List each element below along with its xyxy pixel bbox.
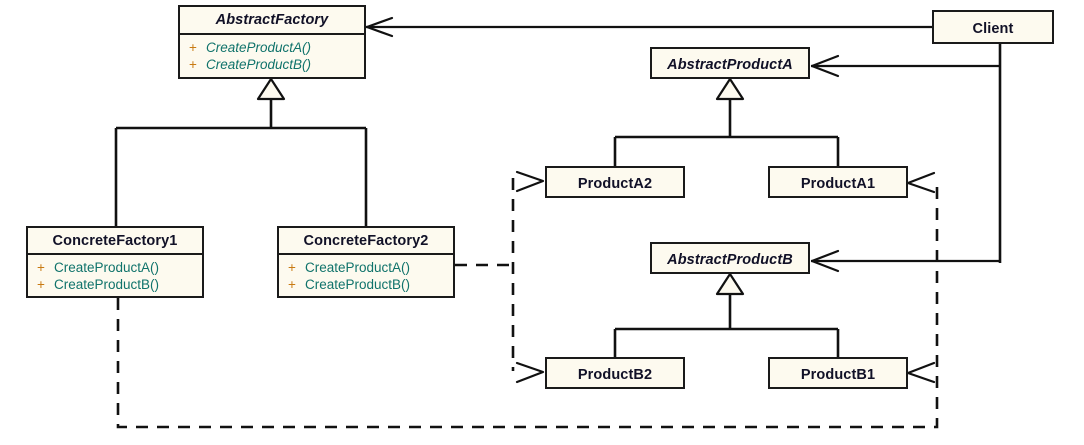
edge-client-uses-abstractproductb[interactable] <box>810 249 1000 273</box>
class-members-concrete-factory-2: + CreateProductA() + CreateProductB() <box>279 255 453 298</box>
member-visibility: + <box>37 260 45 275</box>
class-name-abstract-product-b: AbstractProductB <box>667 252 793 268</box>
class-member-row: + CreateProductA() <box>28 259 202 276</box>
class-name-abstract-product-a: AbstractProductA <box>667 57 793 73</box>
class-members-abstract-factory: + CreateProductA() + CreateProductB() <box>180 35 364 78</box>
class-name-product-a2: ProductA2 <box>577 176 653 192</box>
member-name: CreateProductB() <box>206 57 312 72</box>
member-name: CreateProductB() <box>54 277 160 292</box>
class-name-product-a1: ProductA1 <box>800 176 876 192</box>
edge-client-uses-abstractproducta[interactable] <box>810 54 1000 78</box>
edge-client-uses-abstractfactory[interactable] <box>365 16 932 38</box>
edge-productb-generalization-tree[interactable] <box>613 272 840 357</box>
class-name-abstract-factory: AbstractFactory <box>180 7 364 35</box>
class-member-row: + CreateProductB() <box>279 276 453 293</box>
class-box-product-a1[interactable]: ProductA1 <box>768 166 908 198</box>
member-visibility: + <box>189 40 197 55</box>
member-name: CreateProductA() <box>305 260 411 275</box>
class-box-product-b1[interactable]: ProductB1 <box>768 357 908 389</box>
class-box-abstract-product-a[interactable]: AbstractProductA <box>650 47 810 79</box>
class-box-concrete-factory-1[interactable]: ConcreteFactory1 + CreateProductA() + Create… <box>26 226 204 298</box>
edge-concretefactory2-dependencies[interactable] <box>455 170 545 384</box>
class-member-row: + CreateProductB() <box>28 276 202 293</box>
class-name-product-b1: ProductB1 <box>800 367 876 383</box>
class-box-abstract-factory[interactable]: AbstractFactory + CreateProductA() + CreateP… <box>178 5 366 79</box>
class-name-concrete-factory-2: ConcreteFactory2 <box>279 228 453 255</box>
class-member-row: + CreateProductA() <box>279 259 453 276</box>
edge-factory-generalization-tree[interactable] <box>114 77 368 226</box>
member-visibility: + <box>37 277 45 292</box>
member-name: CreateProductB() <box>305 277 411 292</box>
member-name: CreateProductA() <box>206 40 312 55</box>
class-box-concrete-factory-2[interactable]: ConcreteFactory2 + CreateProductA() + Create… <box>277 226 455 298</box>
class-name-concrete-factory-1: ConcreteFactory1 <box>28 228 202 255</box>
class-members-concrete-factory-1: + CreateProductA() + CreateProductB() <box>28 255 202 298</box>
class-member-row: + CreateProductB() <box>180 56 364 73</box>
class-box-product-b2[interactable]: ProductB2 <box>545 357 685 389</box>
member-name: CreateProductA() <box>54 260 160 275</box>
class-name-product-b2: ProductB2 <box>577 367 653 383</box>
class-box-client[interactable]: Client <box>932 10 1054 44</box>
edge-concretefactory1-dependencies[interactable] <box>116 171 939 429</box>
class-name-client: Client <box>972 21 1014 37</box>
edge-producta-generalization-tree[interactable] <box>613 77 840 166</box>
member-visibility: + <box>189 57 197 72</box>
class-box-product-a2[interactable]: ProductA2 <box>545 166 685 198</box>
class-box-abstract-product-b[interactable]: AbstractProductB <box>650 242 810 274</box>
member-visibility: + <box>288 260 296 275</box>
member-visibility: + <box>288 277 296 292</box>
class-member-row: + CreateProductA() <box>180 39 364 56</box>
